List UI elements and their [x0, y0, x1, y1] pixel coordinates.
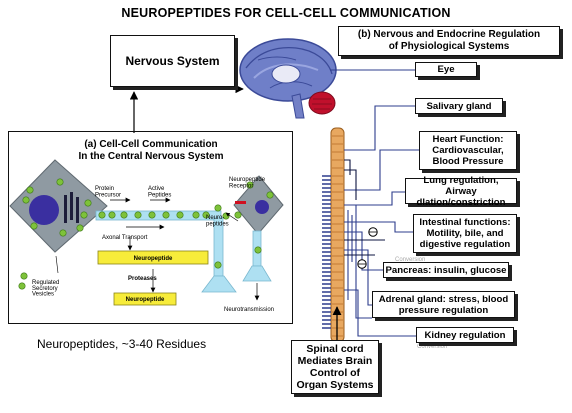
panel-a-title: (a) Cell-Cell Communication In the Centr…	[78, 139, 224, 162]
target-kidney: Kidney regulation	[416, 327, 514, 343]
secretory-vesicle	[266, 191, 274, 199]
secretory-vesicle	[162, 211, 170, 219]
secretory-vesicle	[254, 246, 262, 254]
spinal-cord-illustration	[330, 127, 345, 343]
label-neuro-peptides: Neuro-peptides	[206, 215, 229, 227]
secretory-vesicle	[176, 211, 184, 219]
target-salivary-gland: Salivary gland	[415, 98, 503, 114]
target-intestinal: Intestinal functions: Motility, bile, an…	[413, 214, 517, 253]
spinal-cord-box: Spinal cord Mediates Brain Control of Or…	[291, 340, 379, 394]
watermark-2: Conversion	[417, 344, 447, 350]
nerve-line	[344, 191, 405, 206]
secretory-vesicle	[148, 211, 156, 219]
nervous-system-box: Nervous System	[110, 35, 235, 87]
secretory-vesicle	[76, 224, 84, 232]
nerve-line	[344, 221, 413, 233]
label-neurotransmission: Neurotransmission	[224, 307, 274, 313]
neuropeptide-box-1	[97, 250, 209, 265]
secretory-vesicle	[22, 196, 30, 204]
target-heart: Heart Function: Cardiovascular, Blood Pr…	[419, 131, 517, 170]
nerve-line	[344, 149, 419, 191]
target-lung: Lung regulation, Airway dlation/constric…	[405, 175, 517, 208]
nerve-line	[344, 204, 372, 319]
secretory-vesicle	[26, 186, 34, 194]
panel-a-frame	[8, 131, 293, 324]
secretory-vesicle	[30, 222, 38, 230]
neuropeptide-box-2	[113, 292, 177, 306]
label-neuropeptide-1: Neuropeptide	[134, 256, 173, 262]
diagram-title: NEUROPEPTIDES FOR CELL-CELL COMMUNICATIO…	[121, 6, 451, 20]
label-axonal-transport: Axonal Transport	[102, 235, 148, 241]
secretory-vesicle	[80, 211, 88, 219]
nerve-line-dark	[344, 159, 351, 175]
secretory-vesicle	[108, 211, 116, 219]
nerve-line	[344, 231, 383, 271]
secretory-vesicle	[59, 229, 67, 237]
panel-b-title: (b) Nervous and Endocrine Regulation of …	[338, 26, 560, 56]
watermark-1: Conversion	[395, 257, 425, 263]
label-proteases: Proteases	[128, 276, 157, 282]
secretory-vesicle	[20, 272, 28, 280]
nerve-line	[344, 105, 415, 151]
brain-illustration	[239, 38, 337, 119]
target-eye: Eye	[415, 62, 477, 77]
secretory-vesicle	[98, 211, 106, 219]
nerve-line	[344, 289, 416, 337]
secretory-vesicle	[18, 282, 26, 290]
label-neuropeptide-2: Neuropeptide	[126, 297, 165, 303]
nucleus	[29, 195, 59, 225]
secretory-vesicle	[84, 199, 92, 207]
secretory-vesicle	[214, 204, 222, 212]
secretory-vesicle	[56, 178, 64, 186]
secretory-vesicle	[246, 181, 254, 189]
secretory-vesicle	[214, 261, 222, 269]
target-adrenal: Adrenal gland: stress, blood pressure re…	[372, 291, 515, 318]
secretory-vesicle	[134, 211, 142, 219]
secretory-vesicle	[234, 211, 242, 219]
target-pancreas: Pancreas: insulin, glucose	[383, 262, 509, 278]
axon	[95, 210, 222, 221]
residues-label: Neuropeptides, ~3-40 Residues	[37, 337, 207, 351]
nerve-line-dark	[344, 169, 357, 200]
secretory-vesicle	[120, 211, 128, 219]
nerve-lines	[330, 69, 419, 337]
secretory-vesicle	[202, 211, 210, 219]
secretory-vesicle	[192, 211, 200, 219]
